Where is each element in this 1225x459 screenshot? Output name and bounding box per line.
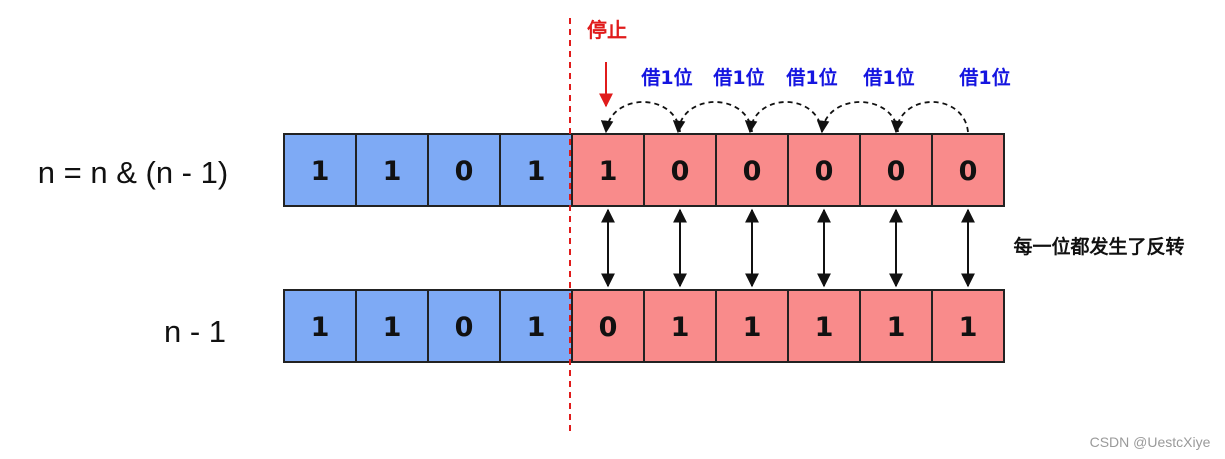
borrow-arc — [600, 101, 681, 134]
flip-arrows — [601, 208, 975, 288]
borrow-arc — [816, 101, 899, 134]
row-label-n-minus-1: n - 1 — [164, 314, 226, 349]
watermark: CSDN @UestcXiye — [1090, 434, 1211, 450]
bit-value: 0 — [743, 156, 762, 187]
bit-cell — [787, 133, 861, 207]
borrow-arc — [890, 101, 969, 134]
bit-cell — [499, 289, 573, 363]
borrow-label: 借1位 — [958, 66, 1010, 89]
bit-value: 1 — [959, 312, 978, 343]
bit-value: 1 — [887, 312, 906, 343]
bit-cell — [931, 133, 1005, 207]
bit-value: 0 — [815, 156, 834, 187]
bit-value: 1 — [311, 312, 330, 343]
bit-value: 0 — [599, 312, 618, 343]
bit-value: 1 — [815, 312, 834, 343]
bit-cell — [571, 133, 645, 207]
bit-value: 1 — [311, 156, 330, 187]
bit-cell — [715, 289, 789, 363]
borrow-arc — [744, 101, 823, 134]
borrow-arcs — [600, 101, 969, 134]
bit-value: 1 — [383, 312, 402, 343]
flip-caption: 每一位都发生了反转 — [1013, 235, 1184, 258]
bit-cell — [643, 133, 717, 207]
bit-value: 0 — [455, 156, 474, 187]
bit-value: 0 — [959, 156, 978, 187]
bit-value: 1 — [599, 156, 618, 187]
bit-value: 1 — [383, 156, 402, 187]
borrow-label: 借1位 — [712, 66, 764, 89]
row-label-result: n = n & (n - 1) — [38, 155, 228, 190]
bit-row-n-minus-1: 1 1 0 1 0 1 1 1 1 1 — [283, 289, 1005, 363]
bit-value: 0 — [887, 156, 906, 187]
borrow-label: 借1位 — [640, 66, 692, 89]
bit-cell — [355, 289, 429, 363]
bit-row-result: 1 1 0 1 1 0 0 0 0 0 — [283, 133, 1005, 207]
bit-value: 1 — [527, 312, 546, 343]
bit-cell — [427, 133, 501, 207]
bit-cell — [859, 133, 933, 207]
bit-value: 1 — [527, 156, 546, 187]
bit-value: 0 — [455, 312, 474, 343]
bit-cell — [643, 289, 717, 363]
bit-cell — [859, 289, 933, 363]
bit-cell — [787, 289, 861, 363]
bit-cell — [931, 289, 1005, 363]
stop-label: 停止 — [587, 18, 627, 42]
borrow-label: 借1位 — [862, 66, 914, 89]
bit-value: 1 — [671, 312, 690, 343]
borrow-arc — [672, 101, 753, 134]
bit-value: 0 — [671, 156, 690, 187]
bit-cell — [355, 133, 429, 207]
borrow-labels: 借1位 借1位 借1位 借1位 借1位 — [640, 66, 1010, 89]
bit-cell — [283, 133, 357, 207]
bit-value: 1 — [743, 312, 762, 343]
borrow-label: 借1位 — [785, 66, 837, 89]
bit-cell — [427, 289, 501, 363]
bit-cell — [715, 133, 789, 207]
